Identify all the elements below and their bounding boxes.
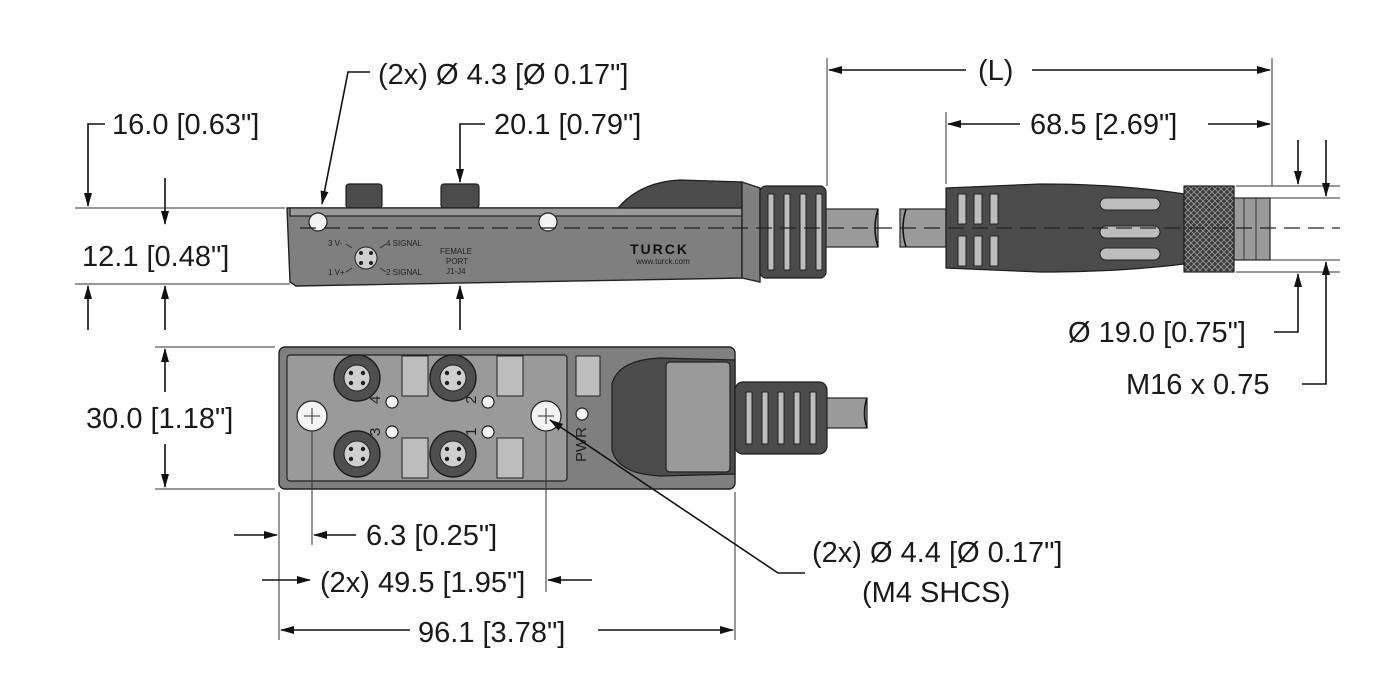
side-top-band: [289, 207, 743, 217]
label-window-2: [496, 355, 524, 397]
pin4-label: 4 SIGNAL: [386, 239, 423, 248]
top-view: 4 2 3 1 PWR: [278, 346, 868, 490]
label-window-pwr: [575, 355, 601, 397]
pin3-label: 3 V-: [328, 239, 343, 248]
spacing-49-dim: (2x) 49.5 [1.95"]: [320, 567, 525, 599]
side-view: 3 V- 4 SIGNAL 1 V+ 2 SIGNAL FEMALE PORT …: [286, 179, 879, 287]
led-1: [481, 425, 495, 439]
side-mount-hole-right: [538, 212, 558, 232]
label-window-3: [401, 437, 429, 479]
height-12-dim: 12.1 [0.48"]: [82, 241, 229, 273]
side-mount-hole-left: [308, 212, 328, 232]
port2-number: 2: [463, 396, 480, 404]
dimension-lines: [75, 58, 1340, 640]
cable-length-dim: (L): [978, 55, 1013, 87]
led-3: [385, 425, 399, 439]
pin2-label: 2 SIGNAL: [386, 268, 423, 277]
pwr-label: PWR: [573, 427, 590, 462]
female-label: FEMALE: [440, 247, 472, 256]
port-4: [333, 354, 381, 402]
knurled-nut: [1183, 185, 1235, 273]
offset-6-dim: 6.3 [0.25"]: [366, 520, 497, 552]
port3-number: 3: [367, 428, 384, 436]
port1-number: 1: [463, 428, 480, 436]
height-16-dim: 16.0 [0.63"]: [112, 109, 259, 141]
port-1: [429, 430, 477, 478]
port-3: [333, 430, 381, 478]
diameter-19-dim: Ø 19.0 [0.75"]: [1068, 317, 1246, 349]
screw-type-dim: (M4 SHCS): [862, 577, 1010, 609]
side-connector-left: [345, 183, 383, 209]
side-strain-relief: [759, 185, 827, 279]
port4-number: 4: [367, 396, 384, 404]
top-cable: [826, 397, 868, 429]
mount-hole-top-dim: (2x) Ø 4.3 [Ø 0.17"]: [378, 59, 628, 91]
label-window-4: [401, 355, 429, 397]
side-connector-right: [440, 183, 480, 209]
led-4: [385, 395, 399, 409]
top-strain-relief: [734, 381, 828, 455]
thread-section: [1233, 197, 1271, 261]
port-2: [429, 354, 477, 402]
led-2: [481, 395, 495, 409]
side-cable-hood: [616, 179, 743, 209]
dimension-labels: (2x) Ø 4.3 [Ø 0.17"] 16.0 [0.63"] 20.1 […: [82, 55, 1269, 649]
port-range-label: J1-J4: [446, 267, 466, 276]
pin1-label: 1 V+: [328, 268, 345, 277]
connector-68-dim: 68.5 [2.69"]: [1030, 109, 1177, 141]
mount-hole-bottom-dim: (2x) Ø 4.4 [Ø 0.17"]: [812, 537, 1062, 569]
thread-dim: M16 x 0.75: [1126, 369, 1269, 401]
label-window-1: [496, 437, 524, 479]
led-pwr: [575, 407, 589, 421]
pin-diagram: 3 V- 4 SIGNAL 1 V+ 2 SIGNAL: [328, 239, 423, 277]
length-96-dim: 96.1 [3.78"]: [418, 617, 565, 649]
website-label: www.turck.com: [635, 257, 690, 266]
turck-logo: TURCK: [630, 241, 689, 257]
port-20-dim: 20.1 [0.79"]: [494, 109, 641, 141]
port-label: PORT: [446, 257, 468, 266]
width-30-dim: 30.0 [1.18"]: [86, 403, 233, 435]
male-connector: [899, 183, 1271, 273]
